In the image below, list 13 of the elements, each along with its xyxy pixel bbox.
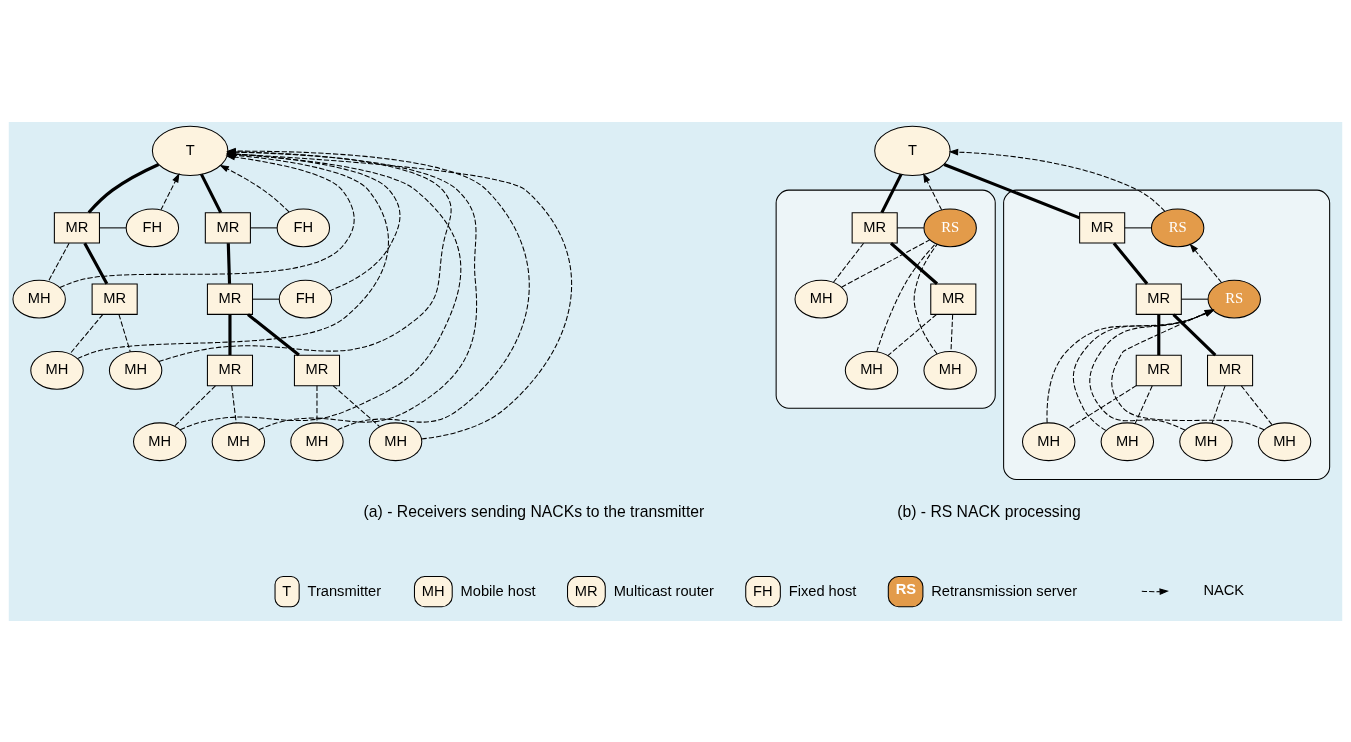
- label: (a) - Receivers sending NACKs to the transmitter: [363, 502, 705, 520]
- legend-label: NACK: [1203, 581, 1245, 598]
- legend-label: Transmitter: [307, 582, 382, 599]
- legend-label: Multicast router: [613, 582, 714, 599]
- label: RS: [895, 580, 917, 597]
- legend-label: Mobile host: [460, 582, 536, 599]
- label: FH: [753, 582, 773, 599]
- label: MH: [421, 582, 445, 599]
- label: MR: [574, 582, 598, 599]
- legend-label: Retransmission server: [931, 582, 1078, 599]
- label: T: [282, 582, 292, 599]
- legend-label: Fixed host: [788, 582, 857, 599]
- label: (b) - RS NACK processing: [897, 502, 1081, 520]
